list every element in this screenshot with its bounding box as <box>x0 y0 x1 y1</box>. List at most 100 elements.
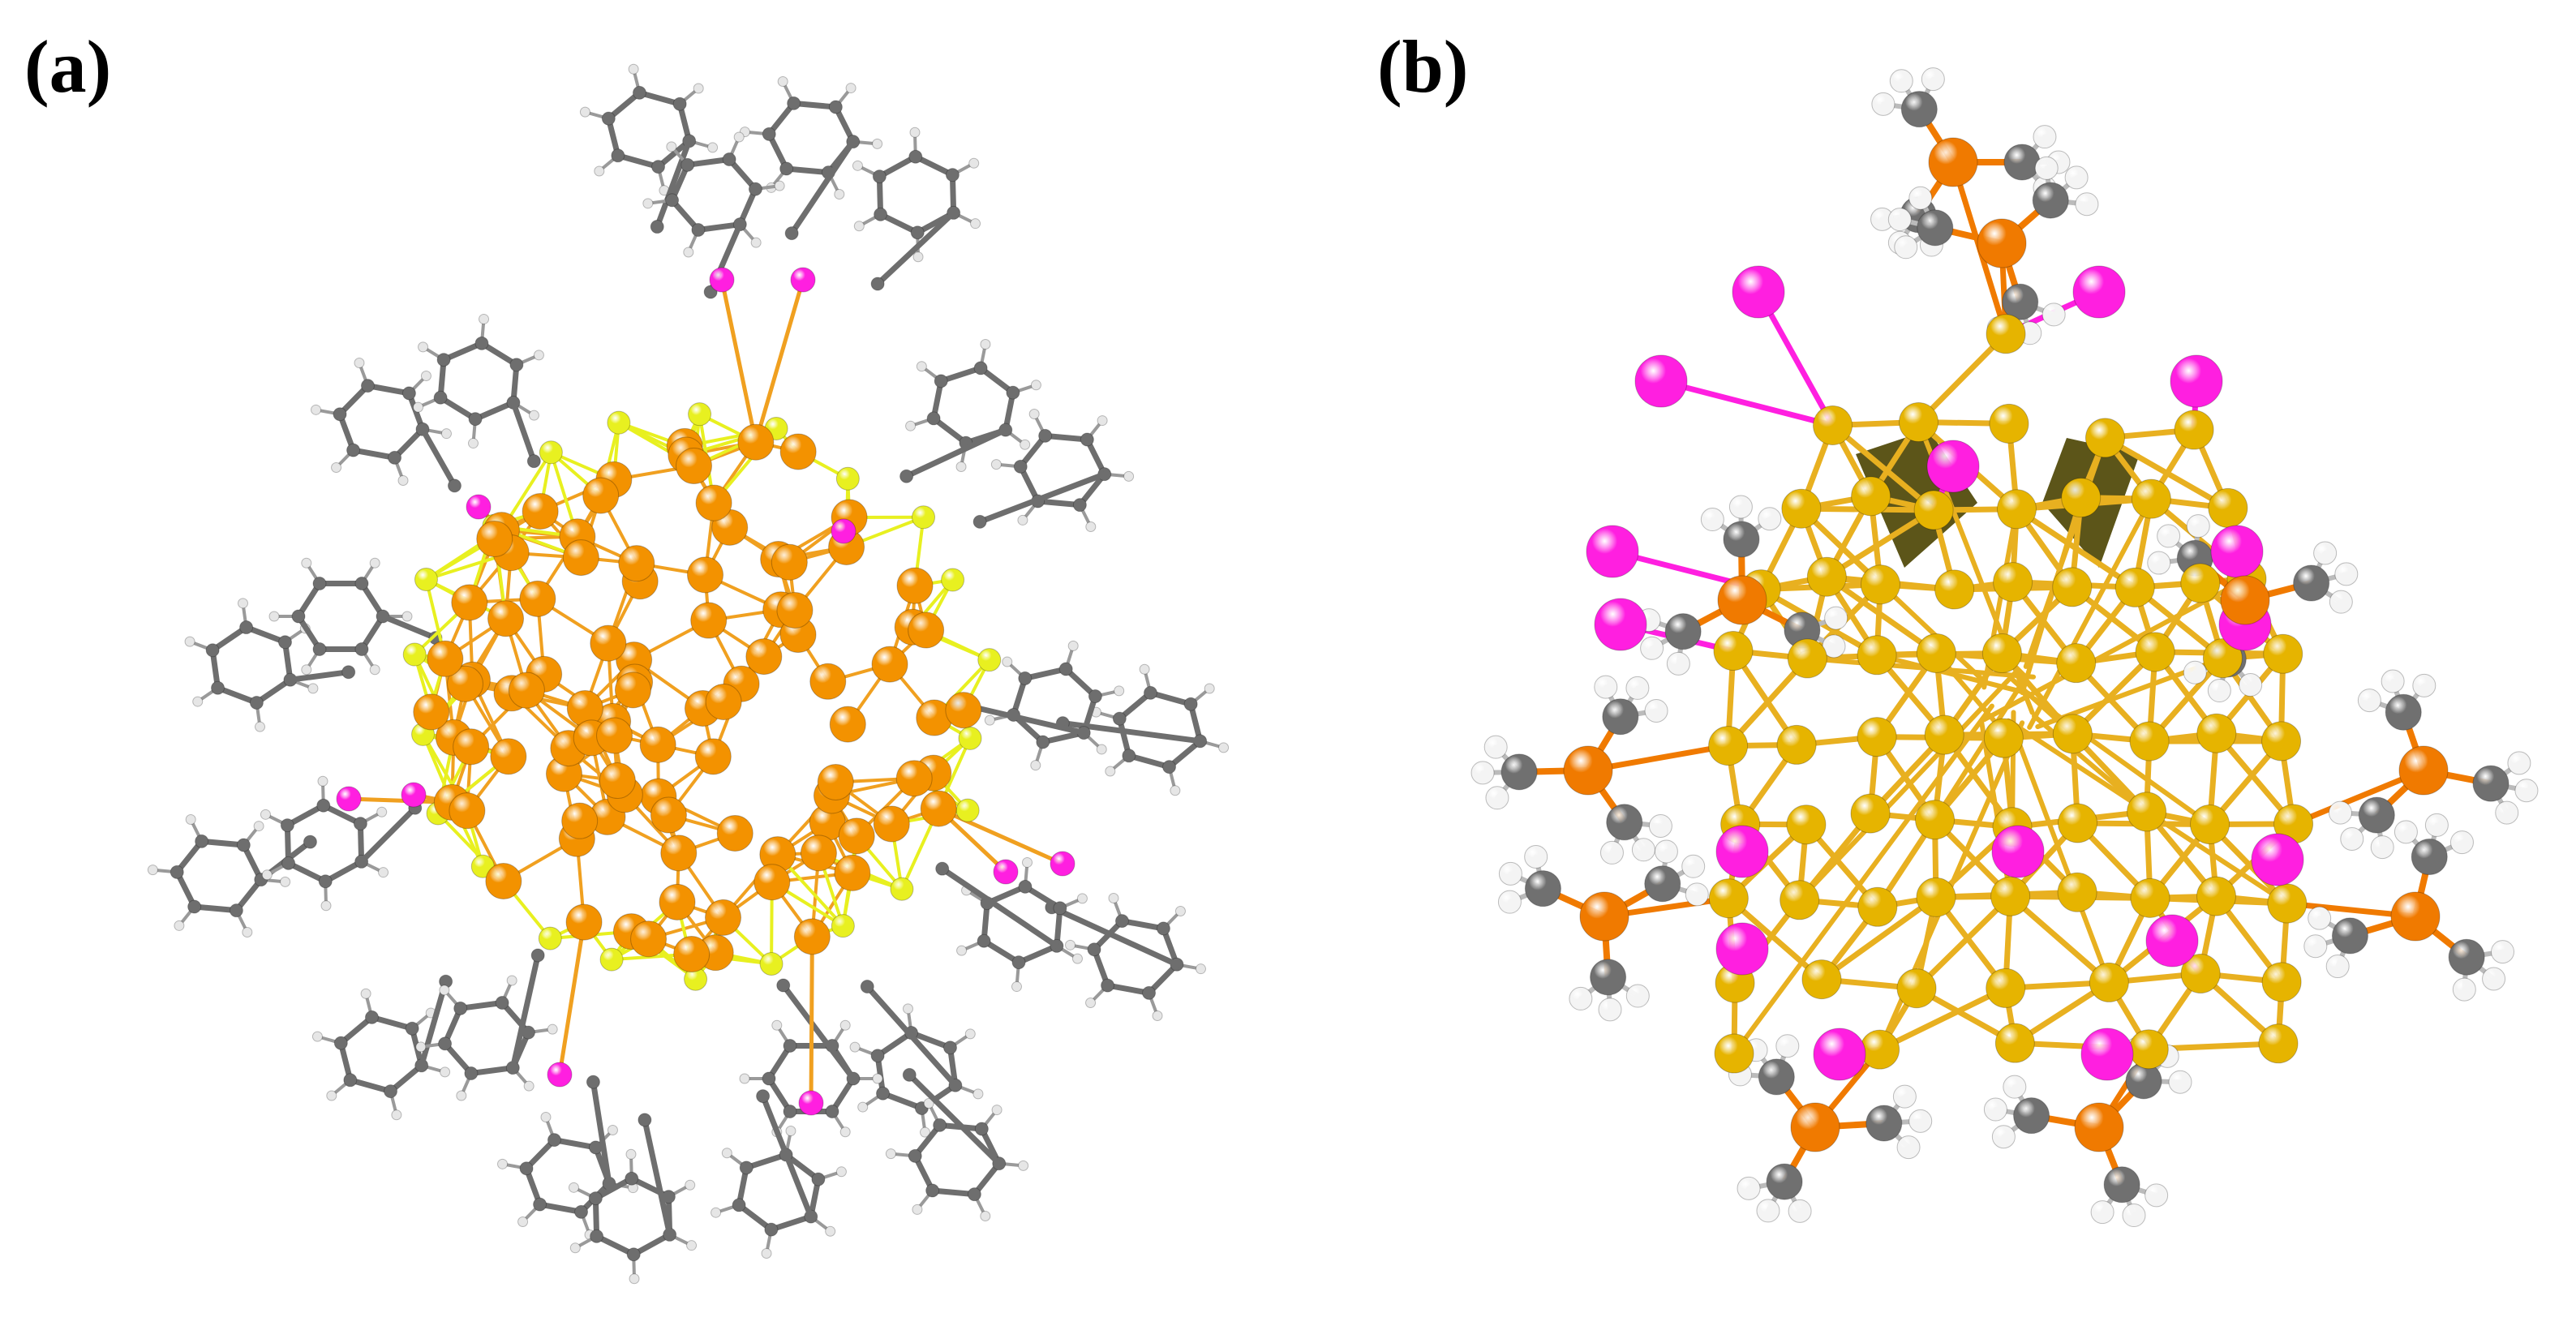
sulfur-atom <box>2210 525 2264 578</box>
c-c-bond <box>938 365 984 384</box>
carbon-atom <box>1122 749 1136 763</box>
hydrogen-atom <box>1894 235 1918 260</box>
phenyl-ring <box>311 988 451 1121</box>
hydrogen-atom <box>1908 1109 1933 1133</box>
phosphorus-atom <box>993 859 1019 885</box>
phenyl-ring <box>147 814 291 938</box>
hydrogen-atom <box>528 410 539 421</box>
hydrogen-atom <box>733 131 745 143</box>
carbon-atom <box>195 834 209 848</box>
gold-atom <box>650 796 687 834</box>
hydrogen-atom <box>1681 854 1706 878</box>
c-c-bond <box>368 1014 415 1032</box>
carbon-atom <box>2032 182 2069 219</box>
phosphorus-atom <box>1928 137 1978 187</box>
carbon-atom <box>1013 459 1028 474</box>
carbon-atom <box>2103 1166 2140 1204</box>
gold-atom <box>1989 403 2029 444</box>
c-c-bond <box>876 153 919 180</box>
hydrogen-atom <box>1871 92 1896 116</box>
carbon-atom <box>811 1172 826 1186</box>
hydrogen-atom <box>1002 656 1013 667</box>
phenyl-ring <box>852 127 981 263</box>
carbon-atom <box>438 1036 453 1051</box>
hydrogen-atom <box>523 1080 535 1092</box>
au-p-bond <box>719 277 758 444</box>
carbon-atom <box>211 680 225 695</box>
hydrogen-atom <box>456 1090 467 1101</box>
hydrogen-atom <box>2329 590 2353 614</box>
sulfur-atom <box>831 914 855 938</box>
hydrogen-atom <box>261 869 273 881</box>
c-c-bond <box>1022 883 1063 912</box>
carbon-atom <box>1114 914 1129 929</box>
au-au-bond <box>2011 724 2112 985</box>
carbon-atom <box>902 1067 917 1082</box>
sulfur-atom <box>1813 1028 1866 1081</box>
c-c-bond <box>350 447 398 461</box>
hydrogen-atom <box>420 371 431 382</box>
hydrogen-atom <box>2381 669 2405 693</box>
sulfur-atom <box>835 466 860 491</box>
hydrogen-atom <box>739 1073 750 1084</box>
carbon-atom <box>2003 144 2041 181</box>
carbon-atom <box>1758 1058 1795 1096</box>
hydrogen-atom <box>147 865 158 876</box>
au-au-bond <box>1732 703 1994 1057</box>
gold-atom <box>1860 1029 1900 1070</box>
sulfur-atom <box>414 567 438 591</box>
c-c-bond <box>768 1213 814 1233</box>
hydrogen-atom <box>331 461 342 473</box>
phosphorus-atom <box>1563 745 1613 796</box>
hydrogen-atom <box>1896 1135 1921 1160</box>
phosphorus-atom <box>1579 891 1629 942</box>
c-c-bond <box>766 100 797 137</box>
gold-atom <box>1896 968 1937 1009</box>
gold-atom <box>2180 954 2221 994</box>
phenyl-ring <box>579 63 719 196</box>
hydrogen-atom <box>2157 524 2181 548</box>
hydrogen-atom <box>237 598 248 609</box>
hydrogen-atom <box>1065 939 1076 950</box>
hydrogen-atom <box>1788 1199 1812 1223</box>
sulfur-atom <box>1926 440 1980 493</box>
hydrogen-atom <box>413 401 424 413</box>
carbon-atom <box>1183 697 1198 711</box>
gold-atom <box>1708 726 1749 766</box>
sulfur-atom <box>539 440 563 465</box>
hydrogen-atom <box>2370 835 2394 860</box>
hydrogen-atom <box>1756 1199 1780 1223</box>
gold-atom <box>2127 792 2167 832</box>
gold-atom <box>1916 633 1956 673</box>
hydrogen-atom <box>1644 698 1668 723</box>
hydrogen-atom <box>686 1240 698 1251</box>
carbon-atom <box>281 856 296 870</box>
hydrogen-atom <box>607 1125 618 1136</box>
carbon-atom <box>468 412 483 427</box>
hydrogen-atom <box>418 341 429 353</box>
au-au-bond <box>2007 893 2112 985</box>
hydrogen-atom <box>255 721 266 732</box>
c-c-bond <box>1015 942 1060 966</box>
c-c-bond <box>592 1175 635 1202</box>
hydrogen-atom <box>326 1090 337 1101</box>
carbon-atom <box>239 620 254 635</box>
carbon-atom <box>316 798 331 813</box>
gold-atom <box>1990 876 2031 916</box>
carbon-atom <box>1501 753 1538 791</box>
hydrogen-atom <box>1483 735 1508 759</box>
c-c-bond <box>783 1152 822 1182</box>
carbon-atom <box>977 933 991 948</box>
phenyl-ring <box>984 640 1125 771</box>
carbon-atom <box>1006 385 1020 400</box>
gold-atom <box>485 863 522 900</box>
gold-atom <box>2180 563 2221 603</box>
hydrogen-atom <box>268 611 280 622</box>
hydrogen-atom <box>301 557 312 569</box>
hydrogen-atom <box>2183 660 2207 684</box>
carbon-atom <box>1101 978 1115 993</box>
c-c-bond <box>233 877 264 914</box>
hydrogen-atom <box>721 1148 732 1159</box>
gold-atom <box>446 665 483 702</box>
hydrogen-atom <box>497 1158 509 1169</box>
